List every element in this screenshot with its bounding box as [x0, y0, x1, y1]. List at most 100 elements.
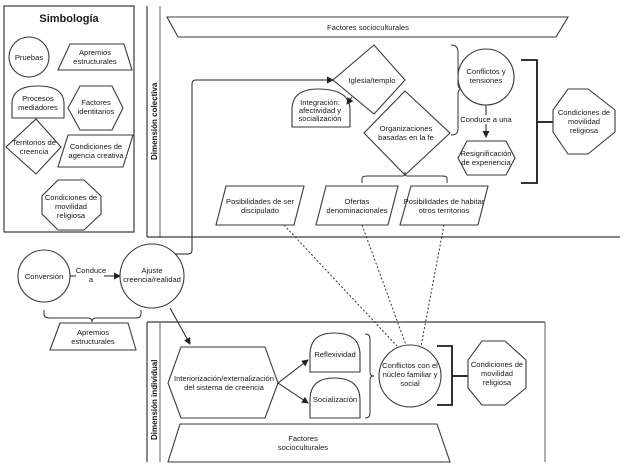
- svg-text:religiosa: religiosa: [483, 378, 512, 387]
- svg-text:agencia creativa: agencia creativa: [68, 151, 124, 160]
- socializacion-dome: Socialización: [309, 377, 361, 419]
- arrow-ajuste-to-iglesia: [175, 76, 334, 255]
- dotted-ofertas: [361, 224, 407, 346]
- svg-text:del sistema de creencia: del sistema de creencia: [184, 383, 265, 392]
- posibilidades-habitar-parallelogram: Posibilidades de habitar otros territori…: [399, 185, 489, 226]
- conduce-a-bg: [76, 266, 104, 286]
- collective-movilidad-octagon: Condiciones de movilidad religiosa: [552, 88, 616, 155]
- brace-middle: [43, 310, 142, 323]
- svg-text:creencia/realidad: creencia/realidad: [123, 275, 181, 284]
- svg-text:Interiorización/externalizació: Interiorización/externalización: [174, 374, 274, 383]
- svg-text:Factores: Factores: [81, 98, 111, 107]
- svg-text:Conflictos y: Conflictos y: [466, 67, 505, 76]
- svg-text:Conflictos con el: Conflictos con el: [382, 361, 438, 370]
- svg-text:religiosa: religiosa: [57, 211, 86, 220]
- legend-title: Simbología: [39, 13, 99, 25]
- iglesia-templo-diamond: Iglesia/templo: [332, 44, 406, 115]
- svg-text:identitarios: identitarios: [78, 107, 115, 116]
- svg-text:tensiones: tensiones: [470, 76, 503, 85]
- arrow-to-socializacion: [277, 382, 309, 404]
- svg-text:Territorios de: Territorios de: [12, 138, 56, 147]
- conversion-circle: Conversión: [17, 249, 71, 303]
- svg-text:Apremios: Apremios: [77, 328, 109, 337]
- brace-individual: [364, 333, 375, 419]
- svg-text:movilidad: movilidad: [568, 117, 600, 126]
- svg-text:Condiciones de: Condiciones de: [471, 360, 523, 369]
- svg-text:Reflexividad: Reflexividad: [314, 350, 355, 359]
- collective-dimension-frame: Dimensión colectiva: [146, 6, 620, 238]
- interiorizacion-hexagon: Interiorización/externalización del sist…: [167, 346, 279, 419]
- svg-text:discipulado: discipulado: [241, 206, 279, 215]
- legend-agencia-parallelogram: Condiciones de agencia creativa: [57, 134, 134, 168]
- svg-text:Organizaciones: Organizaciones: [380, 124, 433, 133]
- collective-dimension-label: Dimensión colectiva: [150, 82, 159, 160]
- svg-text:afectividad y: afectividad y: [299, 106, 341, 115]
- svg-text:Conversión: Conversión: [25, 272, 63, 281]
- svg-text:creencia: creencia: [20, 147, 49, 156]
- conduce-a-una-label: Conduce a una: [460, 115, 512, 124]
- svg-text:Posibilidades de habitar: Posibilidades de habitar: [404, 197, 485, 206]
- svg-text:Condiciones de: Condiciones de: [45, 193, 97, 202]
- arrow-iglesia-to-integracion: [346, 96, 354, 105]
- individual-factores-socioculturales: Factores socioculturales: [167, 423, 451, 463]
- conduce-a-label-2: a: [89, 275, 94, 284]
- svg-text:religiosa: religiosa: [570, 126, 599, 135]
- resignificacion-hexagon: Resignificación de experiencia: [457, 140, 516, 176]
- individual-dimension-label: Dimensión individual: [150, 360, 159, 440]
- svg-text:Integración:: Integración:: [300, 98, 340, 107]
- svg-text:denominacionales: denominacionales: [326, 206, 387, 215]
- svg-text:movilidad: movilidad: [55, 202, 87, 211]
- reflexividad-dome: Reflexividad: [309, 332, 361, 373]
- collective-factores-socioculturales: Factores socioculturales: [166, 16, 569, 38]
- individual-movilidad-octagon: Condiciones de movilidad religiosa: [467, 340, 527, 406]
- svg-text:social: social: [400, 379, 420, 388]
- arrow-to-reflexividad: [277, 359, 309, 384]
- posibilidades-ser-parallelogram: Posibilidades de ser discipulado: [215, 185, 305, 226]
- conflictos-nucleo-circle: Conflictos con el núcleo familiar y soci…: [378, 344, 442, 408]
- svg-text:Apremios: Apremios: [79, 48, 111, 57]
- svg-text:Iglesia/templo: Iglesia/templo: [349, 76, 396, 85]
- svg-text:Condiciones de: Condiciones de: [558, 108, 610, 117]
- individual-dimension-frame: Dimensión individual: [146, 321, 546, 462]
- svg-text:Resignificación: Resignificación: [460, 149, 511, 158]
- ajuste-circle: Ajuste creencia/realidad: [119, 243, 185, 309]
- legend-panel: Simbología Pruebas Apremios estructurale…: [3, 5, 135, 233]
- svg-text:mediadores: mediadores: [18, 103, 58, 112]
- integracion-dome: Integración: afectividad y socialización: [291, 88, 351, 128]
- conduce-a-una-bg: [463, 115, 509, 124]
- svg-text:núcleo familiar y: núcleo familiar y: [383, 370, 438, 379]
- legend-factores-hexagon: Factores identitarios: [67, 85, 124, 131]
- svg-text:Factores socioculturales: Factores socioculturales: [327, 23, 409, 32]
- svg-text:estructurales: estructurales: [71, 337, 115, 346]
- svg-text:socialización: socialización: [298, 114, 341, 123]
- svg-text:Ofertas: Ofertas: [345, 197, 370, 206]
- svg-text:Procesos: Procesos: [22, 94, 54, 103]
- legend-movilidad-octagon: Condiciones de movilidad religiosa: [41, 179, 102, 231]
- arrow-ajuste-to-interiorizacion: [169, 307, 191, 345]
- legend-pruebas-circle: Pruebas: [8, 36, 50, 78]
- svg-text:socioculturales: socioculturales: [278, 443, 328, 452]
- middle-apremios-trapezoid: Apremios estructurales: [49, 322, 137, 351]
- svg-text:de experiencia: de experiencia: [461, 158, 511, 167]
- svg-text:Posibilidades de ser: Posibilidades de ser: [226, 197, 294, 206]
- svg-text:Condiciones de: Condiciones de: [70, 142, 122, 151]
- conduce-a-label-1: Conduce: [76, 266, 106, 275]
- dotted-posibilidades-habitar: [420, 224, 445, 347]
- svg-text:Factores: Factores: [288, 434, 318, 443]
- svg-text:movilidad: movilidad: [481, 369, 513, 378]
- svg-text:estructurales: estructurales: [73, 57, 117, 66]
- ofertas-parallelogram: Ofertas denominacionales: [315, 185, 399, 226]
- svg-text:otros territorios: otros territorios: [419, 206, 470, 215]
- conflictos-tensiones-circle: Conflictos y tensiones: [457, 48, 515, 106]
- svg-text:basadas en la fe: basadas en la fe: [378, 133, 434, 142]
- svg-text:Pruebas: Pruebas: [15, 53, 43, 62]
- svg-text:Socialización: Socialización: [313, 395, 357, 404]
- svg-text:Ajuste: Ajuste: [141, 266, 162, 275]
- legend-territorios-diamond: Territorios de creencia: [5, 118, 62, 175]
- legend-apremios-trapezoid: Apremios estructurales: [57, 43, 133, 71]
- dotted-posibilidades-ser: [283, 224, 398, 347]
- brace-collective-bottom: [361, 171, 448, 183]
- bracket-collective-right: [521, 59, 538, 184]
- legend-procesos-dome: Procesos mediadores: [11, 85, 65, 119]
